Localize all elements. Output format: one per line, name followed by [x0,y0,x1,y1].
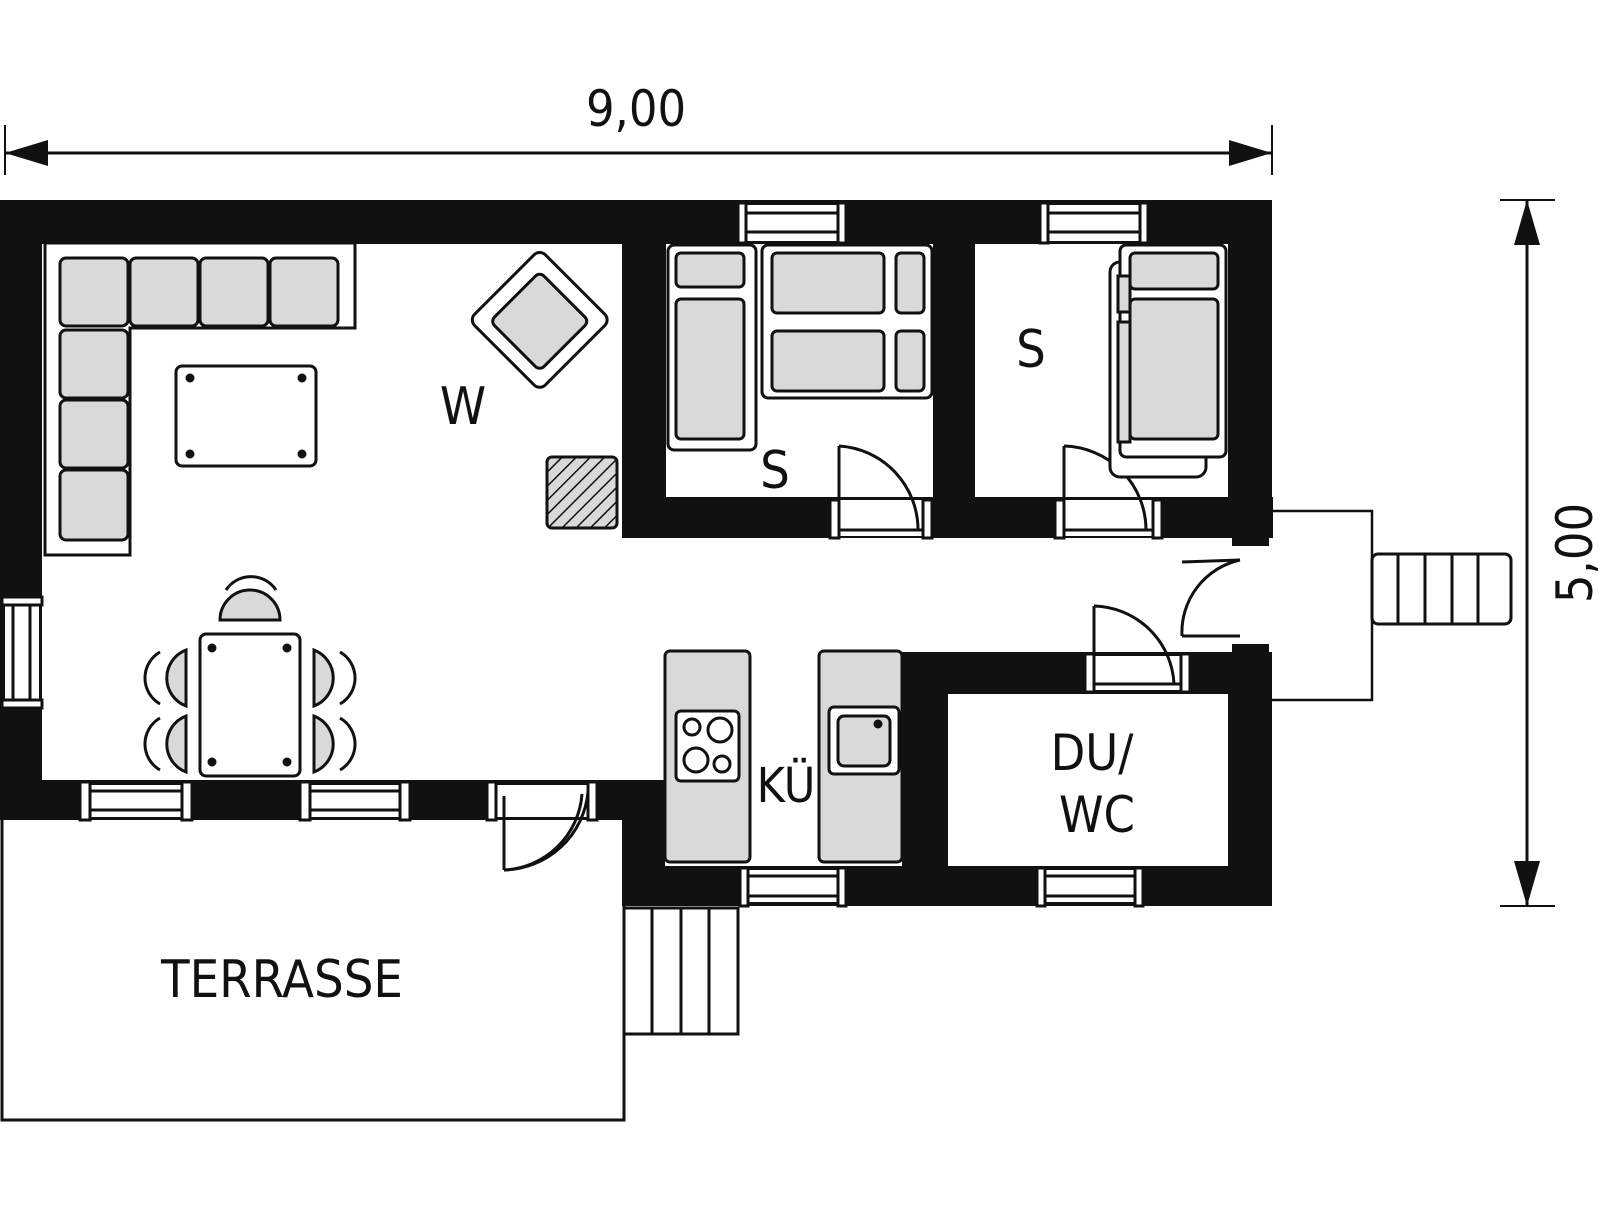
windows [0,201,1150,908]
window-bedroom-2 [1038,201,1150,245]
entrance-landing [1270,509,1374,702]
dining-table [198,632,302,778]
bedroom-2-bed [1108,243,1228,479]
room-label-bedroom-2: S [1016,320,1046,380]
window-bath [1035,866,1145,908]
coffee-table [174,364,318,468]
room-label-bath-line1: DU/ [1051,724,1135,782]
door-terrace-leaf [502,791,590,872]
doors [485,444,1241,872]
window-living-bottom-2 [298,780,412,822]
width-dimension-label: 9,00 [586,80,686,138]
door-bath [1083,604,1192,694]
height-dimension [1500,199,1555,907]
room-label-bedroom-1: S [760,441,790,501]
stove-hatched [545,455,619,530]
kitchen-counter-right [817,649,904,864]
kitchen-counter-left [663,649,752,864]
height-dimension-label: 5,00 [1546,503,1604,603]
room-label-terrace: TERRASSE [160,950,403,1010]
width-dimension [4,125,1273,175]
entrance-steps [1370,552,1513,626]
terrace-steps [622,906,740,1036]
corner-sofa [43,241,357,557]
bedroom-1-bed [760,243,934,400]
room-label-living: W [440,377,486,437]
door-bedroom-2 [1053,444,1164,540]
door-entrance [1180,558,1241,638]
window-bedroom-1 [736,201,848,245]
window-kitchen [738,866,848,908]
window-living-left [0,595,44,710]
window-living-bottom-1 [78,780,194,822]
dining-chairs [143,575,357,775]
bunk-bed [666,243,758,452]
door-bedroom-1 [828,444,934,540]
room-label-bath-line2: WC [1059,786,1135,844]
entrance-jambs [1232,538,1269,652]
armchair [470,250,609,389]
room-label-kitchen: KÜ [757,758,816,814]
